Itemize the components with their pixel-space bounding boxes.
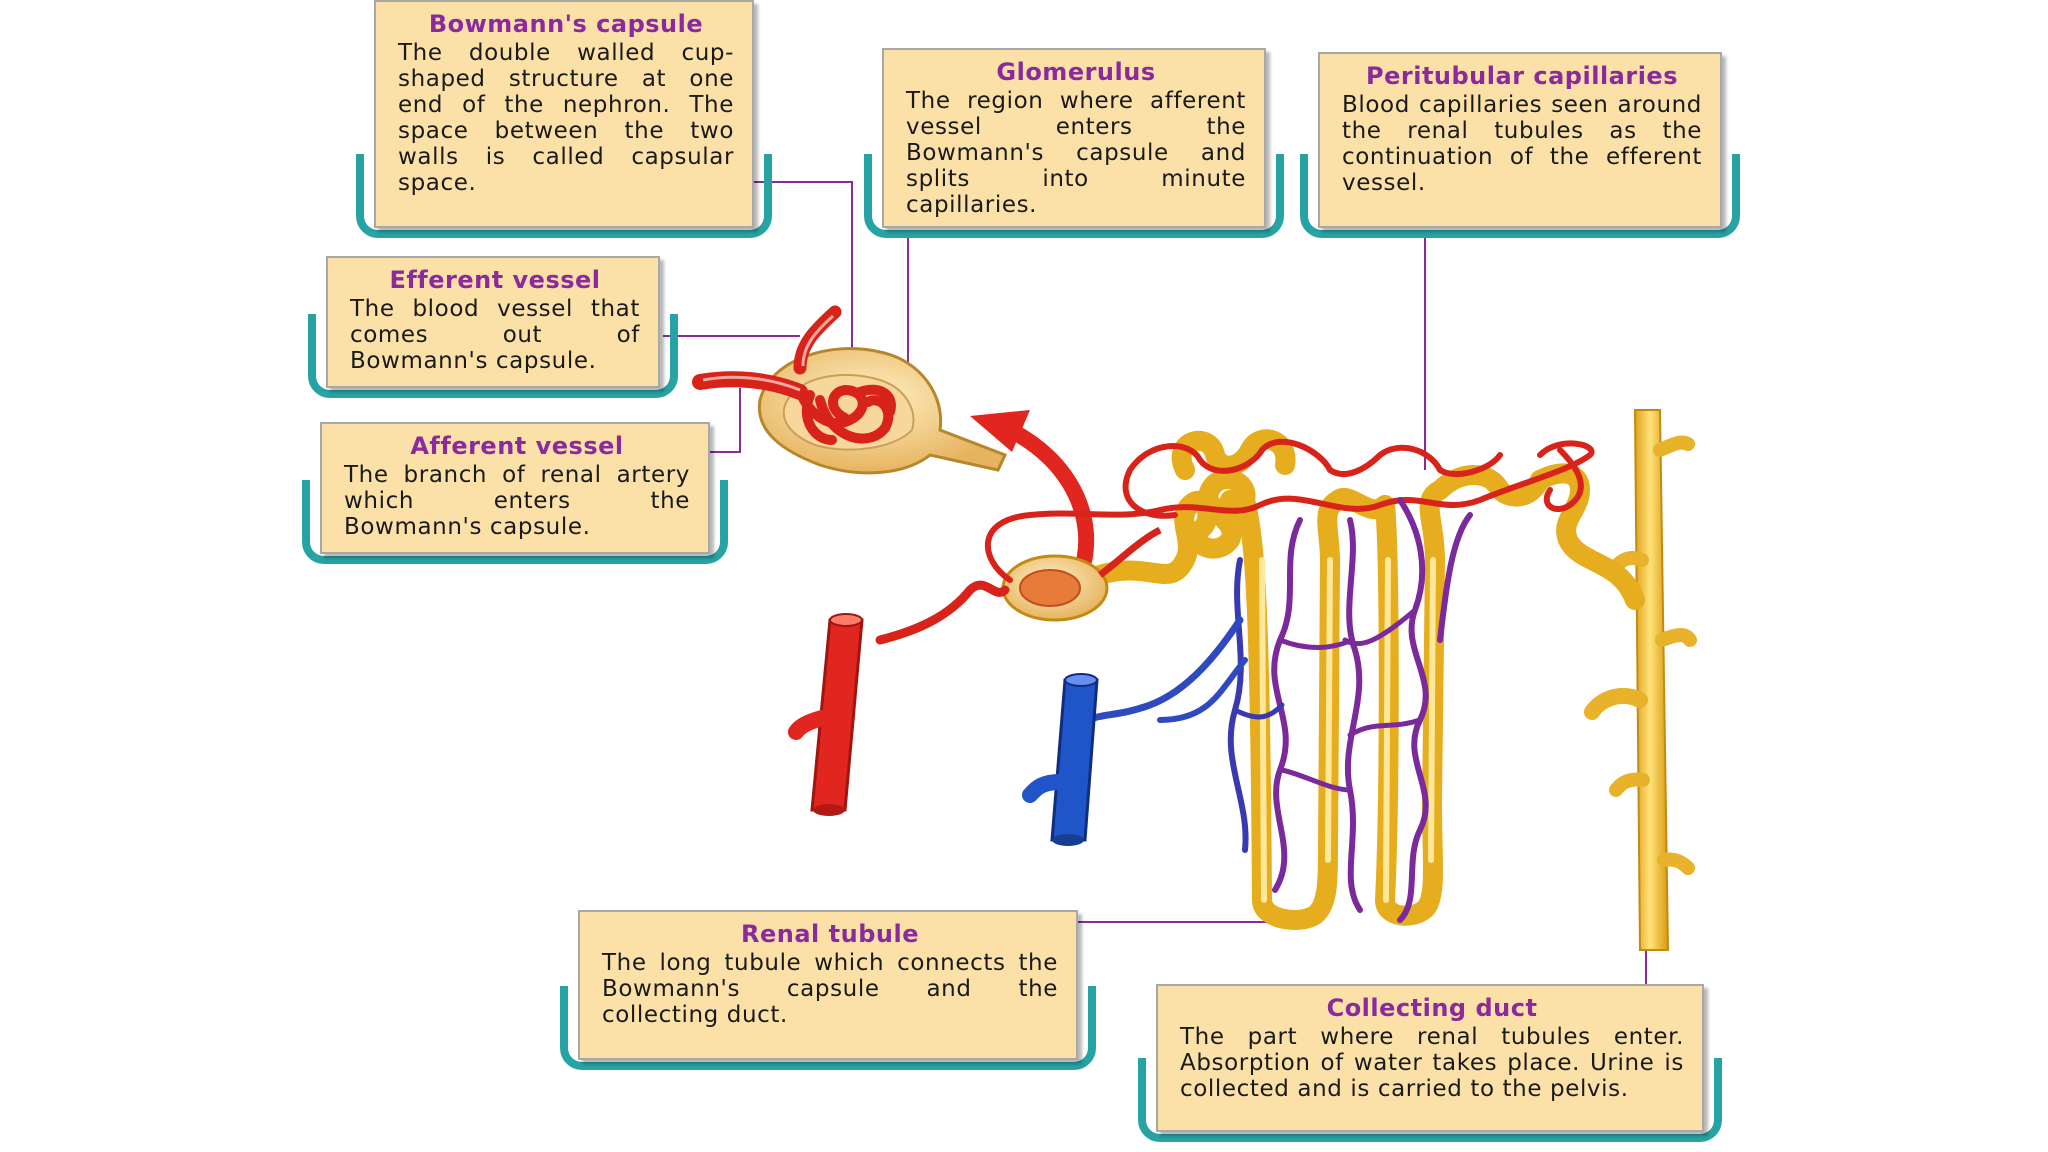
callout-body: Blood capillaries seen around the renal … [1342,92,1702,196]
callout-card: Efferent vessel The blood vessel that co… [326,256,660,388]
collecting-duct-illustration [1584,409,1697,951]
callout-body: The region where afferent vessel enters … [906,88,1246,218]
callout-title: Glomerulus [996,58,1156,86]
callout-body: The branch of renal artery which enters … [344,462,690,540]
callout-body: The part where renal tubules enter. Abso… [1180,1024,1684,1102]
afferent-vessel-small [875,580,1010,645]
peritubular-capillaries-illustration [985,438,1595,923]
callout-title: Peritubular capillaries [1366,62,1678,90]
efferent-vessel-small [1097,526,1162,578]
callout-peritubular-capillaries: Peritubular capillaries Blood capillarie… [1300,52,1740,238]
callout-title: Bowmann's capsule [428,10,704,38]
callout-body: The double walled cup-shaped structure a… [398,40,734,196]
callout-title: Collecting duct [1326,994,1538,1022]
glomerulus-small [1019,569,1081,607]
callout-bracket [308,314,678,398]
callout-bracket [356,154,772,238]
callout-bracket [864,154,1284,238]
callout-card: Afferent vessel The branch of renal arte… [320,422,710,554]
callout-bracket [302,480,728,564]
callout-body: The long tubule which connects the Bowma… [602,950,1058,1028]
callout-card: Peritubular capillaries Blood capillarie… [1318,52,1722,228]
callout-title: Efferent vessel [389,266,601,294]
magnify-arrow-head [970,410,1030,452]
callout-title: Afferent vessel [410,432,624,460]
callout-bowmanns-capsule: Bowmann's capsule The double walled cup-… [356,0,772,238]
leader-line-bowmanns-capsule [752,181,853,350]
callout-bracket [1300,154,1740,238]
enlarged-glomerulus-highlight [702,314,834,392]
callout-afferent-vessel: Afferent vessel The branch of renal arte… [302,422,728,564]
leader-line-afferent-vessel [710,388,741,453]
callout-bracket [560,986,1096,1070]
callout-collecting-duct: Collecting duct The part where renal tub… [1138,984,1722,1142]
callout-card: Collecting duct The part where renal tub… [1156,984,1704,1132]
callout-renal-tubule: Renal tubule The long tubule which conne… [560,910,1096,1070]
renal-vein-illustration [1022,673,1099,846]
enlarged-glomerulus [692,305,896,445]
renal-artery-illustration [788,613,864,816]
leader-lines [663,181,1647,985]
callout-title: Renal tubule [741,920,919,948]
callout-body: The blood vessel that comes out of Bowma… [350,296,640,374]
callout-bracket [1138,1058,1722,1142]
callout-glomerulus: Glomerulus The region where afferent ves… [864,48,1284,238]
magnify-arrow [1002,422,1095,583]
callout-card: Glomerulus The region where afferent ves… [882,48,1266,228]
callout-efferent-vessel: Efferent vessel The blood vessel that co… [308,256,678,398]
renal-tubule-highlight [1259,557,1436,903]
callout-card: Renal tubule The long tubule which conne… [578,910,1078,1060]
callout-card: Bowmann's capsule The double walled cup-… [374,0,754,228]
